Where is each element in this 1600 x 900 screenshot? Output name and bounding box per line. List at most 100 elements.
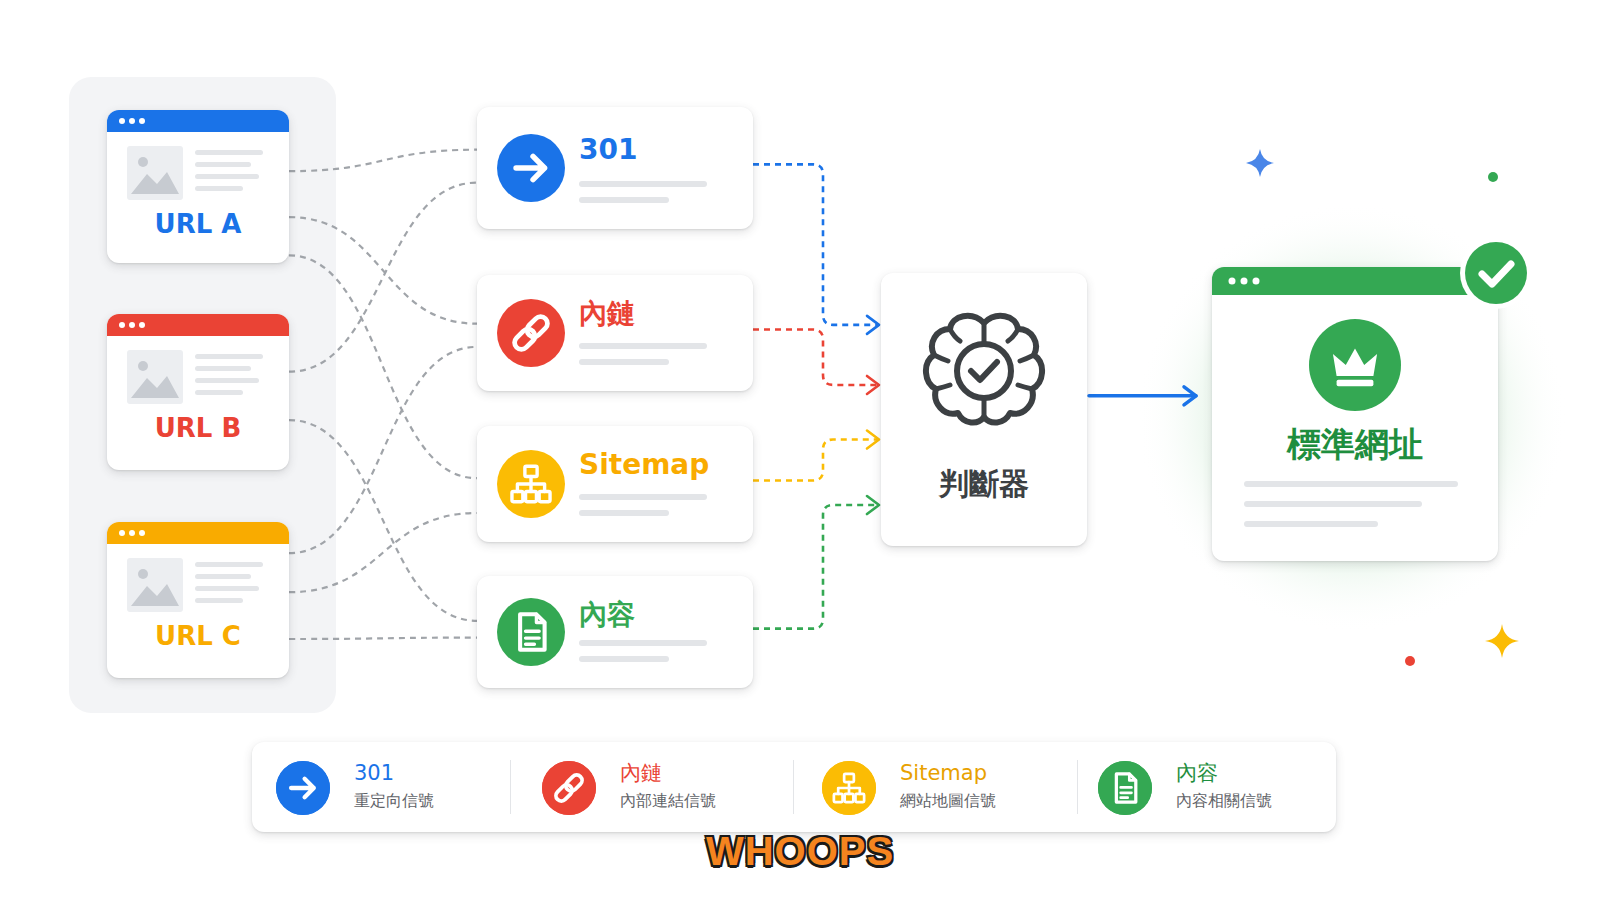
connector xyxy=(753,164,879,334)
node-label: 301 xyxy=(579,133,753,167)
text-line xyxy=(195,150,263,155)
arrowhead xyxy=(867,496,879,514)
url-card: URL C xyxy=(107,522,289,678)
sparkle xyxy=(1485,624,1519,658)
node-label: 判斷器 xyxy=(881,465,1087,503)
url-group-panel xyxy=(69,77,336,713)
connector xyxy=(753,496,879,629)
signal-wire xyxy=(289,217,477,324)
legend-swatch xyxy=(1098,761,1152,815)
connector xyxy=(289,347,477,553)
brain-icon xyxy=(914,301,1054,441)
legend-divider xyxy=(1077,760,1078,814)
connector xyxy=(289,150,477,172)
image-placeholder xyxy=(127,558,183,612)
signal-wire xyxy=(289,638,477,639)
text-line xyxy=(195,354,263,359)
text-line xyxy=(195,390,243,395)
connector xyxy=(289,183,477,372)
judge-box: 判斷器 xyxy=(881,273,1087,546)
signal-wire xyxy=(289,513,477,592)
arrowhead xyxy=(867,316,879,334)
text-line xyxy=(579,494,707,500)
text-line xyxy=(195,562,263,567)
window-dots xyxy=(117,116,151,126)
signal-card: 301 xyxy=(477,107,753,229)
arrowhead xyxy=(867,431,879,449)
node-label: URL C xyxy=(107,620,289,652)
text-line xyxy=(195,574,251,579)
legend-title: 內容 xyxy=(1176,760,1328,786)
sparkle xyxy=(1246,149,1274,177)
output-arrow xyxy=(1089,394,1196,398)
text-line xyxy=(579,197,669,203)
legend-title: Sitemap xyxy=(900,760,1052,786)
text-line xyxy=(579,510,669,516)
window-header xyxy=(107,522,289,544)
text-line xyxy=(195,378,259,383)
signal-wire xyxy=(289,347,477,553)
window-dots xyxy=(117,528,151,538)
label-text: 內容 xyxy=(579,598,635,631)
text-line xyxy=(195,598,243,603)
connector xyxy=(289,638,477,639)
legend-swatch xyxy=(542,761,596,815)
signal-arrow xyxy=(753,440,879,481)
text-line xyxy=(195,186,243,191)
label-text: URL B xyxy=(155,413,242,443)
check-badge xyxy=(1458,235,1534,311)
legend-item: 內鏈內部連結信號 xyxy=(542,760,772,816)
legend-description: 重定向信號 xyxy=(354,790,506,812)
text-line xyxy=(579,656,669,662)
node-label: 內容 xyxy=(579,598,753,632)
node-label: 內鏈 xyxy=(579,297,753,331)
text-line xyxy=(579,640,707,646)
green-glow xyxy=(1137,203,1567,633)
signal-arrow xyxy=(753,164,879,325)
label-text: 標準網址 xyxy=(1287,424,1423,464)
connector xyxy=(289,217,477,324)
icon xyxy=(542,761,596,815)
legend-divider xyxy=(510,760,511,814)
url-card: URL B xyxy=(107,314,289,470)
legend-divider xyxy=(793,760,794,814)
legend-description: 網站地圖信號 xyxy=(900,790,1052,812)
legend-swatch xyxy=(276,761,330,815)
legend-item: Sitemap 網站地圖信號 xyxy=(822,760,1052,816)
icon xyxy=(822,761,876,815)
text-line xyxy=(1244,501,1422,507)
legend-item: 內容內容相關信號 xyxy=(1098,760,1328,816)
label-text: Sitemap xyxy=(579,448,709,481)
text-line xyxy=(579,359,669,365)
connector xyxy=(753,330,879,394)
signal-icon xyxy=(497,598,565,666)
text-line xyxy=(195,366,251,371)
image-placeholder xyxy=(127,350,183,404)
label-text: URL A xyxy=(155,209,242,239)
connector xyxy=(1089,387,1196,405)
legend-description: 內部連結信號 xyxy=(620,790,772,812)
label-text: 內鏈 xyxy=(579,297,635,330)
text-line xyxy=(195,586,259,591)
label-text: 判斷器 xyxy=(939,466,1029,501)
signal-wire xyxy=(289,183,477,372)
signal-icon xyxy=(497,450,565,518)
text-line xyxy=(579,343,707,349)
text-line xyxy=(1244,481,1458,487)
node-label: URL A xyxy=(107,208,289,240)
arrowhead xyxy=(867,376,879,394)
icon xyxy=(497,299,565,367)
window-header xyxy=(1212,267,1498,295)
legend-description: 內容相關信號 xyxy=(1176,790,1328,812)
signal-wire xyxy=(289,150,477,172)
image-placeholder xyxy=(127,146,183,200)
icon xyxy=(497,598,565,666)
crown-icon xyxy=(1309,319,1401,411)
text-line xyxy=(195,162,251,167)
legend-title: 內鏈 xyxy=(620,760,772,786)
arrowhead xyxy=(1184,387,1196,405)
signal-card: 內容 xyxy=(477,576,753,688)
node-label: Sitemap xyxy=(579,448,753,482)
url-card: URL A xyxy=(107,110,289,263)
